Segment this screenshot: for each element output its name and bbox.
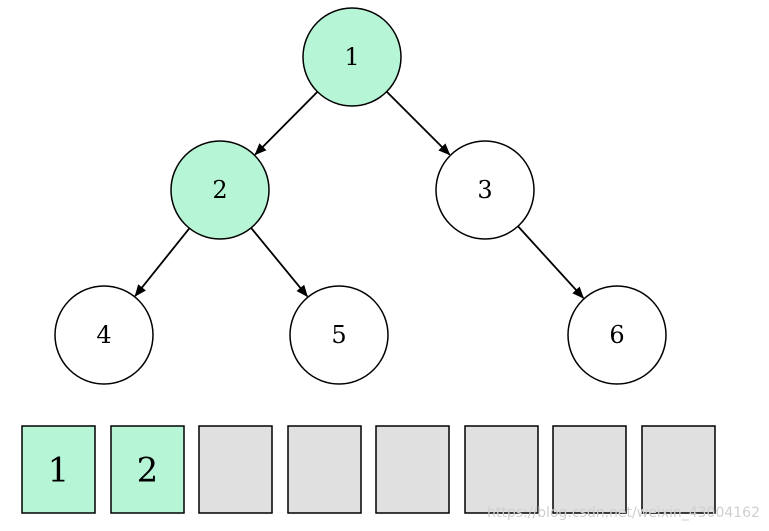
tree-node-circle [567,285,667,385]
tree-node-circle [435,140,535,240]
edge-1-2 [254,91,319,156]
watermark-text: https://blog.csdn.net/weixin_43004162 [487,505,760,521]
tree-node-label: 6 [609,321,624,349]
array-cell-1: 1 [21,425,96,514]
array-cell-6 [464,425,539,514]
edge-2-4 [134,227,191,297]
array-cell-box [287,425,362,514]
array-cell-box [375,425,450,514]
tree-node-label: 4 [96,321,111,349]
array-cell-box [198,425,273,514]
tree-edges [134,91,585,299]
tree-node-circle [170,140,270,240]
tree-node-4: 4 [54,285,154,385]
array-cell-box [110,425,185,514]
tree-node-6: 6 [567,285,667,385]
array-cell-box [21,425,96,514]
tree-node-label: 5 [331,321,346,349]
array-cell-box [464,425,539,514]
tree-node-circle [289,285,389,385]
tree-node-5: 5 [289,285,389,385]
tree-node-label: 3 [477,176,492,204]
tree-node-label: 2 [212,176,227,204]
array-cell-label: 2 [137,451,159,491]
array-cell-label: 1 [48,451,70,491]
array-cell-2: 2 [110,425,185,514]
array-cell-7 [552,425,627,514]
edge-2-5 [250,227,308,298]
tree-node-3: 3 [435,140,535,240]
tree-node-1: 1 [302,7,402,107]
tree-node-label: 1 [344,43,359,71]
edge-3-6 [517,225,585,299]
array-cell-3 [198,425,273,514]
tree-node-circle [54,285,154,385]
array-cell-8 [641,425,716,514]
tree-nodes: 1 2 3 4 5 6 [54,7,667,385]
edge-1-3 [386,91,451,156]
array-cell-5 [375,425,450,514]
array-cell-box [641,425,716,514]
array-cell-4 [287,425,362,514]
array-cell-box [552,425,627,514]
tree-node-2: 2 [170,140,270,240]
tree-node-circle [302,7,402,107]
